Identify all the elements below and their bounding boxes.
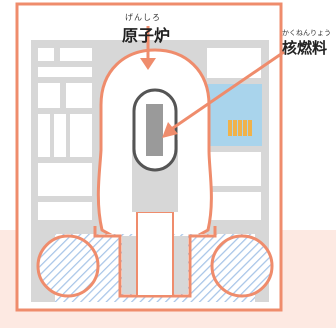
reactor-arrow xyxy=(140,26,156,70)
fuel-arrow xyxy=(162,50,285,138)
fuel-label: 核燃料 xyxy=(282,39,328,57)
building-windows xyxy=(38,48,261,220)
fuel-reading: かくねんりょう xyxy=(282,29,331,37)
reactor-reading: げんしろ xyxy=(125,13,161,22)
fuel-pool xyxy=(207,84,262,146)
pedestal-core xyxy=(136,211,174,297)
fuel-rod xyxy=(146,104,163,156)
fuel-rack xyxy=(228,120,252,136)
torus-left xyxy=(36,234,100,298)
torus-right xyxy=(210,234,274,298)
reactor-label: 原子炉 xyxy=(122,26,171,45)
